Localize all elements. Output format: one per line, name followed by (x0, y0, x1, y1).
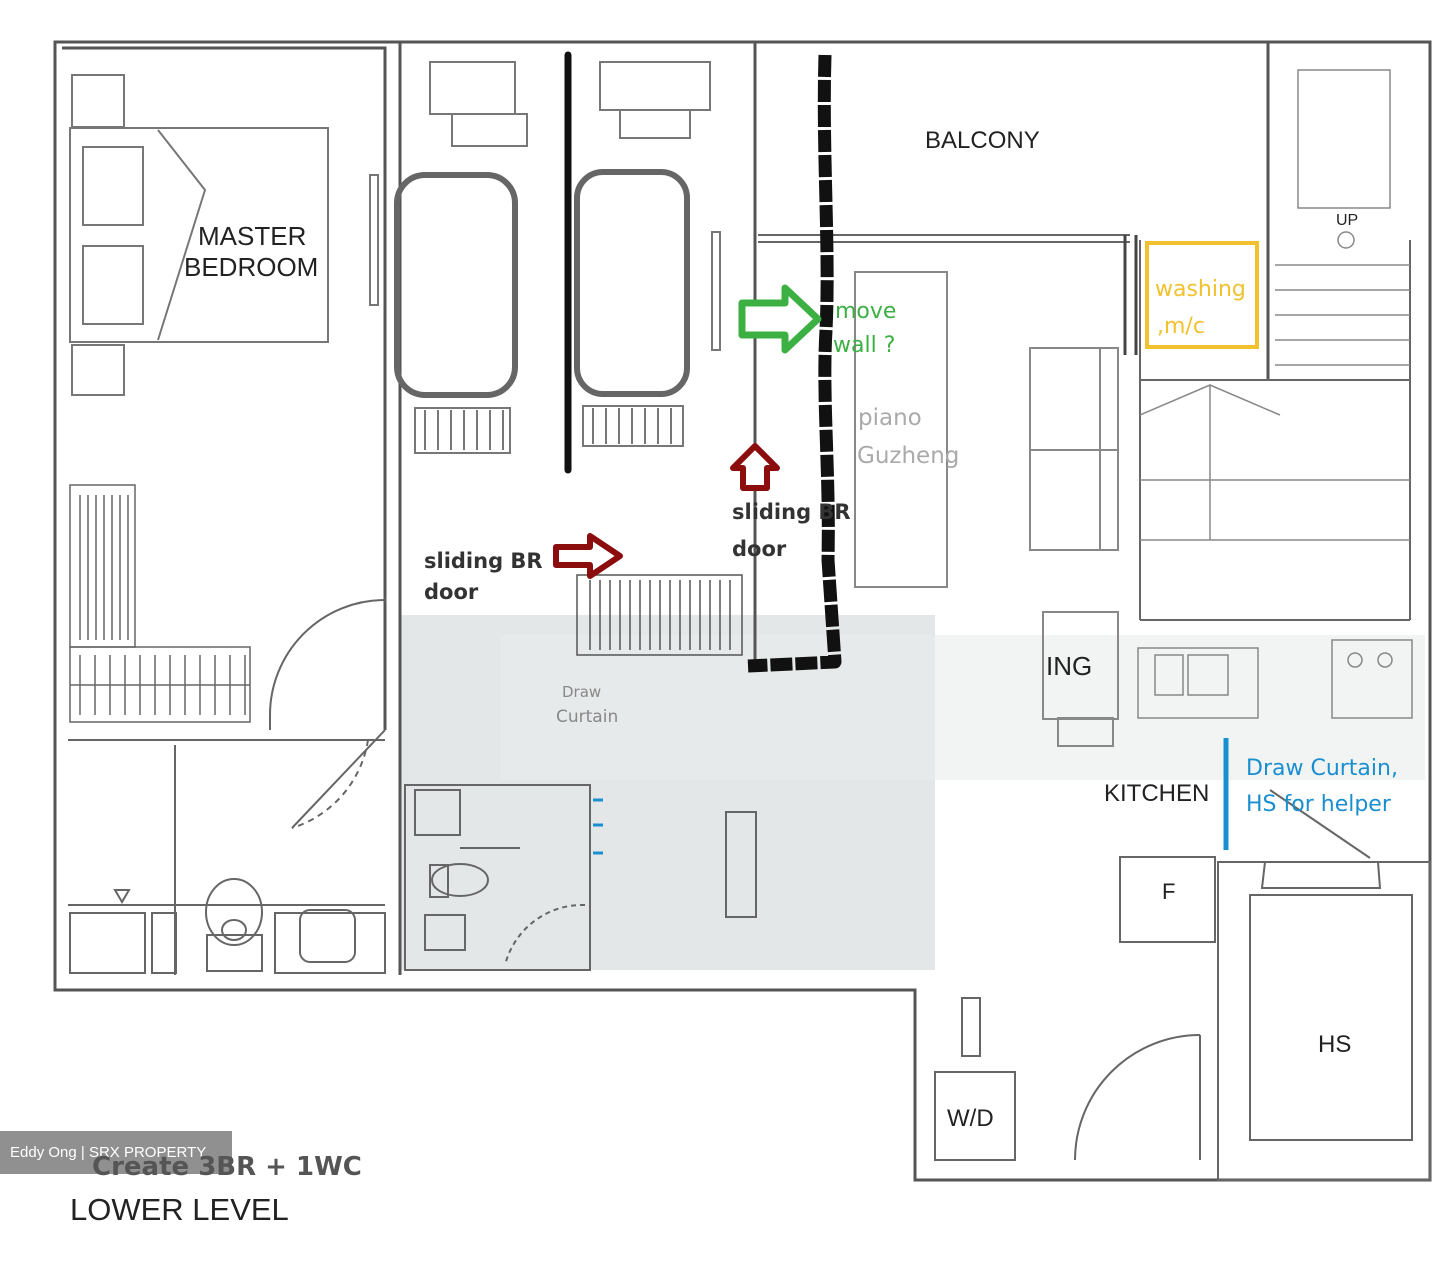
master-bed (69, 74, 379, 396)
bedroom-beds (394, 169, 690, 398)
draw-curtain-note-1: Draw Curtain, (1246, 756, 1398, 781)
room-label-master-1: MASTER (198, 221, 306, 251)
outer-walls (53, 40, 1432, 1182)
move-wall-note-2: wall ? (833, 333, 895, 358)
red-arrow-up-icon (730, 443, 780, 491)
room-label-master-2: BEDROOM (184, 252, 318, 282)
faded-note-1: Draw (562, 683, 601, 701)
master-door (269, 599, 386, 829)
washing-note-1: washing (1155, 277, 1246, 302)
common-bath-fixtures (414, 789, 586, 966)
room-label-wd: W/D (947, 1105, 994, 1132)
red-arrow-right-icon (553, 533, 623, 579)
hs-door (1074, 789, 1382, 1161)
faded-note-2: Curtain (556, 707, 618, 727)
room-label-hs: HS (1318, 1031, 1351, 1058)
watermark: Eddy Ong | SRX PROPERTY (0, 1131, 232, 1174)
master-wardrobe (69, 484, 251, 723)
stairs-up-label: UP (1336, 212, 1358, 229)
washing-machine-box (1145, 241, 1259, 349)
room-label-dining: ING (1046, 651, 1092, 681)
move-wall-note-1: move (835, 299, 896, 324)
bedroom-wardrobe (576, 574, 743, 656)
blue-dashes (593, 798, 603, 855)
bedroom-furniture (414, 61, 721, 454)
draw-curtain-note-2: HS for helper (1246, 792, 1392, 817)
room-label-kitchen: KITCHEN (1104, 780, 1209, 807)
master-bath-fixtures (69, 878, 386, 974)
plan-caption: Create 3BR + 1WC (92, 1152, 362, 1182)
living-furniture (854, 271, 1119, 747)
room-label-fridge: F (1162, 879, 1175, 904)
stairs (1139, 69, 1410, 541)
sliding-door-right-2: door (732, 537, 787, 561)
level-title: LOWER LEVEL (70, 1192, 289, 1227)
green-arrow-icon (738, 284, 822, 354)
sliding-door-right-1: sliding BR (732, 500, 851, 524)
room-label-balcony: BALCONY (925, 127, 1040, 154)
sliding-door-left-1: sliding BR (424, 549, 543, 573)
shaded-corridor (500, 635, 1425, 780)
washing-note-2: ,m/c (1157, 314, 1205, 339)
balcony-railing (1123, 235, 1138, 355)
piano-note-2: Guzheng (857, 443, 959, 469)
move-wall-marker-line (747, 54, 842, 673)
sliding-door-left-2: door (424, 580, 479, 604)
kitchen-counter (1137, 639, 1413, 719)
piano-note-1: piano (858, 405, 922, 431)
